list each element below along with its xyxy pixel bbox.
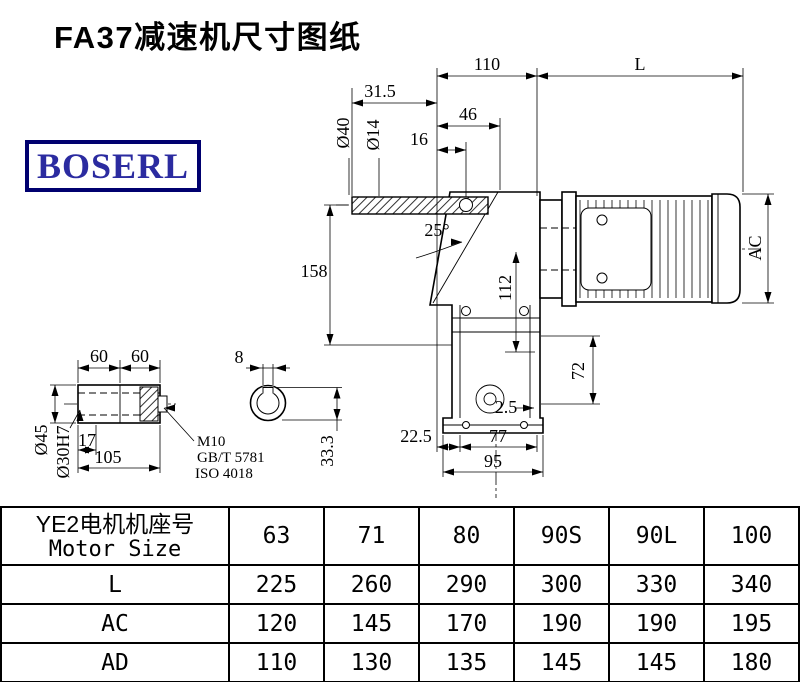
keyway-notch <box>262 387 274 394</box>
cell-L-3: 300 <box>513 564 610 605</box>
section-extension-lines <box>262 364 342 421</box>
end-bolt <box>157 395 168 413</box>
cell-AD-0: 110 <box>228 642 325 682</box>
cell-L-5: 340 <box>703 564 800 605</box>
fan-cover <box>711 193 741 304</box>
dim-60-a: 60 <box>90 346 108 366</box>
header-cn: YE2电机机座号 <box>35 510 195 537</box>
table-header-row: YE2电机机座号 Motor Size 63 71 80 90S 90L 100 <box>0 506 800 566</box>
table-row-AD: AD 110 130 135 145 145 180 <box>0 642 800 682</box>
cell-AD-4: 145 <box>608 642 705 682</box>
col-header-90l: 90L <box>608 506 705 566</box>
label-gbt5781: GB/T 5781 <box>197 450 265 466</box>
dim-2-5: 2.5 <box>495 397 518 417</box>
dim-110: 110 <box>474 54 500 74</box>
dim-158: 158 <box>301 261 328 281</box>
technical-drawing: 110 L 31.5 46 16 Ø40 Ø14 25° 158 112 AC … <box>31 54 774 498</box>
row-label-AC: AC <box>0 603 230 644</box>
motor-flange <box>561 191 577 307</box>
cell-AD-2: 135 <box>418 642 515 682</box>
dimension-lines <box>326 72 772 476</box>
section-bore-circle <box>256 391 280 415</box>
keyway-mask <box>262 386 274 395</box>
col-header-63: 63 <box>228 506 325 566</box>
col-header-100: 100 <box>703 506 800 566</box>
col-header-90s: 90S <box>513 506 610 566</box>
cell-AD-3: 145 <box>513 642 610 682</box>
cell-L-1: 260 <box>323 564 420 605</box>
boserl-logo-box: BOSERL <box>25 140 201 192</box>
dim-L: L <box>635 54 646 74</box>
dim-dia40: Ø40 <box>333 118 353 149</box>
dim-72: 72 <box>568 362 588 380</box>
shaft-end-section <box>139 386 159 422</box>
dim-46: 46 <box>459 104 477 124</box>
section-dimension-lines <box>246 364 341 431</box>
dim-17: 17 <box>78 430 96 450</box>
table-row-L: L 225 260 290 300 330 340 <box>0 564 800 605</box>
header-en: Motor Size <box>48 537 182 563</box>
table-row-AC: AC 120 145 170 190 190 195 <box>0 603 800 644</box>
label-m10: M10 <box>197 434 225 450</box>
col-header-71: 71 <box>323 506 420 566</box>
cell-L-4: 330 <box>608 564 705 605</box>
dim-dia30h7: Ø30H7 <box>53 426 73 479</box>
row-label-AD: AD <box>0 642 230 682</box>
dim-8: 8 <box>235 347 244 367</box>
dim-77: 77 <box>489 426 507 446</box>
housing-bolt-holes <box>461 306 529 429</box>
dim-22-5: 22.5 <box>400 426 432 446</box>
motor-frame-plate <box>580 207 652 291</box>
dim-dia14: Ø14 <box>363 120 383 151</box>
dim-31-5: 31.5 <box>364 81 396 101</box>
cell-AC-5: 195 <box>703 603 800 644</box>
dim-60-b: 60 <box>131 346 149 366</box>
dimension-labels: 110 L 31.5 46 16 Ø40 Ø14 25° 158 112 AC … <box>301 54 766 471</box>
input-shaft <box>351 196 489 215</box>
cell-AC-1: 145 <box>323 603 420 644</box>
keyway-section: 8 33.3 <box>235 347 342 467</box>
dim-112: 112 <box>495 275 515 301</box>
cell-AD-5: 180 <box>703 642 800 682</box>
boserl-logo-text: BOSERL <box>36 146 190 186</box>
cell-AC-3: 190 <box>513 603 610 644</box>
motor-adapter <box>539 199 563 299</box>
cell-AC-2: 170 <box>418 603 515 644</box>
dim-105: 105 <box>95 447 122 467</box>
output-bore-circle <box>475 384 505 414</box>
motor-eyebolt-hole-bottom <box>596 272 608 284</box>
dim-AC: AC <box>745 235 765 260</box>
cell-AD-1: 130 <box>323 642 420 682</box>
dim-95: 95 <box>484 451 502 471</box>
col-header-80: 80 <box>418 506 515 566</box>
cell-AC-4: 190 <box>608 603 705 644</box>
shaft-hole <box>459 198 473 212</box>
dim-dia45: Ø45 <box>31 425 51 456</box>
detail-dimension-lines <box>51 364 195 472</box>
cell-L-2: 290 <box>418 564 515 605</box>
row-label-L: L <box>0 564 230 605</box>
motor-size-table: YE2电机机座号 Motor Size 63 71 80 90S 90L 100… <box>0 506 800 682</box>
dim-33-3: 33.3 <box>317 435 337 467</box>
shaft-detail: 60 60 Ø45 Ø30H7 17 105 M10 GB/T 5781 ISO… <box>31 346 265 482</box>
cell-AC-0: 120 <box>228 603 325 644</box>
dim-25deg: 25° <box>424 220 449 240</box>
label-iso4018: ISO 4018 <box>195 466 253 482</box>
page-title: FA37减速机尺寸图纸 <box>54 20 362 55</box>
extension-lines <box>324 68 774 477</box>
output-bore-inner-circle <box>483 392 497 406</box>
main-view <box>336 191 762 498</box>
dim-16: 16 <box>410 129 428 149</box>
header-motor-size-cell: YE2电机机座号 Motor Size <box>0 506 230 566</box>
motor-eyebolt-hole-top <box>596 214 608 226</box>
cell-L-0: 225 <box>228 564 325 605</box>
